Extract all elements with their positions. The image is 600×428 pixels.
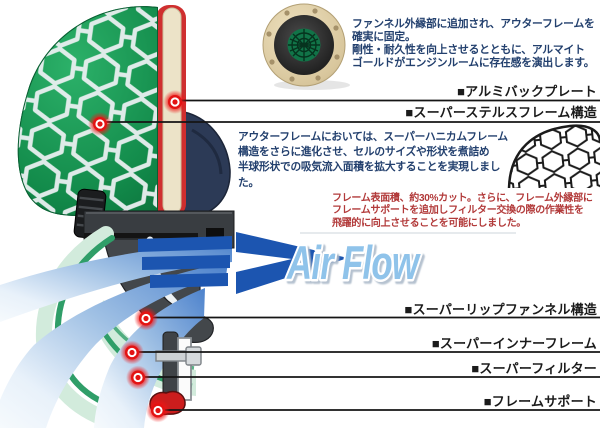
filter-side-view	[17, 5, 231, 240]
ribbon-2	[0, 262, 228, 428]
honeycomb-sketch	[507, 124, 600, 189]
base-shadow-strip	[84, 233, 198, 238]
label-aluminum-back-plate: ■アルミバックプレート	[457, 84, 597, 99]
arrow-stripe-3	[150, 273, 228, 288]
arrow-head	[236, 232, 348, 294]
back-plate-description: ファンネル外縁部に追加され、アウターフレームを 確実に固定。 剛性・耐久性を向上…	[352, 18, 595, 69]
label-super-stealth-frame: ■スーパーステルスフレーム構造	[405, 105, 597, 120]
airflow-arrow	[138, 232, 516, 294]
callout-dot	[163, 90, 187, 114]
arrow-stripe-1	[138, 236, 232, 252]
sketch-outline	[507, 124, 600, 189]
ribbon-3	[94, 288, 205, 428]
base-highlight	[86, 212, 232, 214]
label-frame-support: ■フレームサポート	[483, 394, 597, 409]
label-super-lip-funnel: ■スーパーリップファンネル構造	[404, 302, 597, 317]
rivets	[266, 8, 340, 82]
ring-shade	[191, 128, 223, 175]
callout-markers	[88, 90, 187, 423]
leader-lines	[106, 99, 600, 411]
outer-frame-ring	[183, 111, 231, 217]
back-plate-photo	[262, 3, 350, 90]
callout-dot	[134, 306, 158, 331]
air-flow-label: Air Flow	[286, 237, 421, 289]
label-super-filter: ■スーパーフィルター	[471, 361, 597, 376]
arrow-notch	[236, 252, 292, 272]
callout-dot	[146, 398, 170, 423]
label-super-inner-frame: ■スーパーインナーフレーム	[431, 336, 597, 351]
callout-dot	[126, 365, 150, 390]
callout-dot	[120, 340, 144, 365]
core-hub	[301, 42, 307, 48]
outer-frame-description: アウターフレームにおいては、スーパーハニカムフレーム 構造をさらに進化させ、セル…	[238, 131, 508, 189]
frame-support-highlight-text: フレーム表面積、約30%カット。さらに、フレーム外縁部に フレームサポートを追加…	[332, 193, 593, 229]
arrow-stripe-2	[142, 255, 230, 270]
callout-dot	[88, 112, 112, 136]
